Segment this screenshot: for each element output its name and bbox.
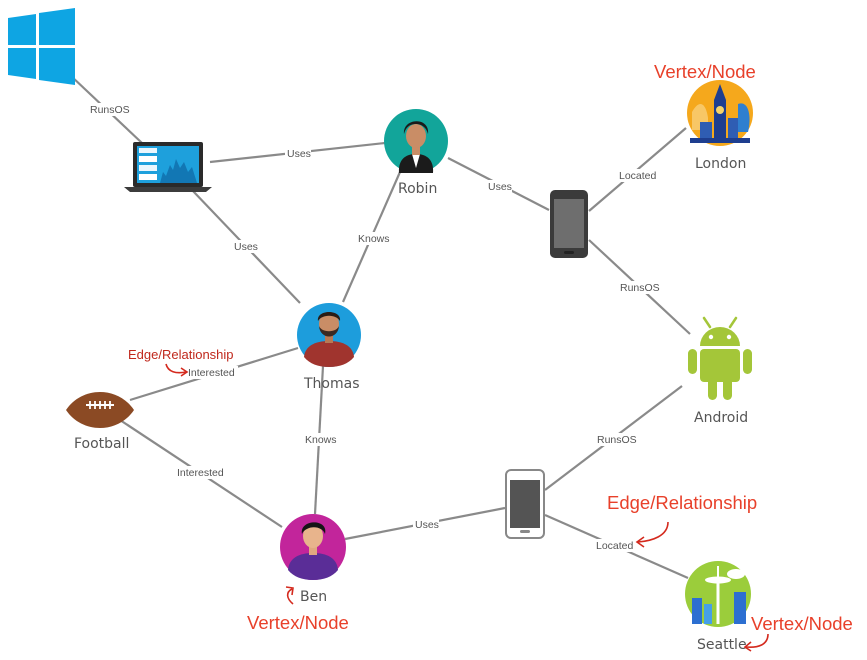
arrowhead-icon	[743, 641, 752, 652]
edge-label-runsos: RunsOS	[620, 282, 660, 294]
edge-label-uses: Uses	[488, 181, 512, 193]
edge-label-interested: Interested	[177, 467, 224, 479]
android-logo-icon	[688, 316, 752, 400]
annotations: Vertex/Node Edge/Relationship Edge/Relat…	[128, 61, 853, 652]
london-avatar	[687, 80, 753, 146]
seattle-label: Seattle	[697, 637, 747, 653]
edge-label-uses: Uses	[415, 519, 439, 531]
edge-label-knows: Knows	[305, 434, 337, 446]
vertex-node-annotation: Vertex/Node	[654, 61, 756, 82]
edge-label-located: Located	[619, 170, 657, 182]
football-icon	[66, 392, 134, 428]
arrow-icon	[165, 363, 187, 374]
edge-label-located: Located	[596, 540, 634, 552]
laptop-icon	[124, 142, 212, 192]
robin-label: Robin	[398, 181, 437, 197]
vertex-node-annotation: Vertex/Node	[751, 613, 853, 634]
arrow-icon	[286, 588, 294, 605]
windows-logo-icon	[8, 8, 75, 85]
smartphone-icon	[505, 469, 545, 539]
arrowhead-icon	[285, 586, 294, 596]
vertex-node-annotation: Vertex/Node	[247, 612, 349, 633]
ben-avatar	[280, 514, 346, 580]
football-label: Football	[74, 436, 129, 452]
robin-avatar	[384, 109, 448, 173]
arrowhead-icon	[635, 536, 645, 548]
edge-relationship-annotation: Edge/Relationship	[607, 492, 757, 513]
arrow-icon	[745, 633, 769, 648]
arrowhead-icon	[180, 367, 189, 377]
edge-label-runsos: RunsOS	[597, 434, 637, 446]
edge-labels: RunsOS Uses Uses Knows Uses Located Runs…	[88, 103, 660, 552]
edge-relationship-annotation: Edge/Relationship	[128, 347, 234, 362]
android-label: Android	[694, 410, 748, 426]
arrow-icon	[637, 521, 669, 543]
thomas-label: Thomas	[303, 376, 360, 392]
edge-label-uses: Uses	[234, 241, 258, 253]
edge-label-uses: Uses	[287, 148, 311, 160]
smartphone-icon	[550, 190, 588, 258]
ben-label: Ben	[300, 589, 327, 605]
edge-label-runsos: RunsOS	[90, 104, 130, 116]
london-label: London	[695, 156, 746, 172]
edge-label-knows: Knows	[358, 233, 390, 245]
edge-label-interested: Interested	[188, 367, 235, 379]
thomas-avatar	[297, 303, 361, 367]
seattle-avatar	[685, 561, 751, 627]
